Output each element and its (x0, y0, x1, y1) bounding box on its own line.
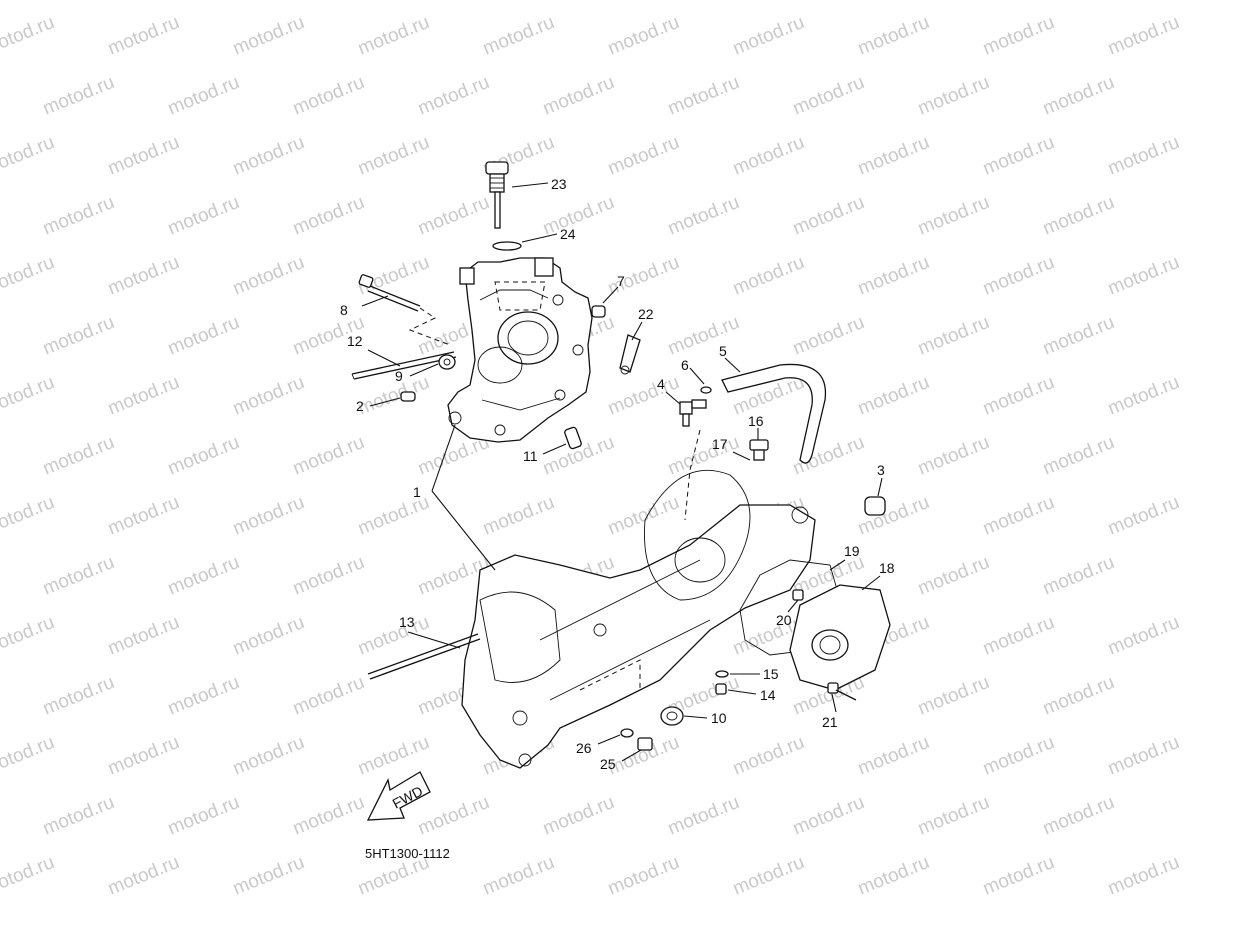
bolt-21-part (827, 682, 857, 701)
leader-lines (361, 182, 883, 762)
hose-5-part (721, 363, 827, 464)
callout-7: 7 (617, 273, 625, 289)
dowel-20-part (792, 589, 804, 601)
callout-18: 18 (879, 560, 895, 576)
callout-22: 22 (638, 306, 654, 322)
callout-19: 19 (844, 543, 860, 559)
callout-17: 17 (712, 436, 728, 452)
plug-16-part (749, 439, 769, 461)
clip-6-part (700, 386, 712, 394)
bush-7-part (591, 305, 606, 318)
oil-seal-10-part (660, 706, 684, 726)
callout-11: 11 (523, 448, 538, 464)
bush-3-part (864, 496, 886, 516)
bolt-13-part (367, 633, 481, 680)
crankcase-upper-half (447, 257, 593, 443)
callout-1: 1 (413, 484, 421, 500)
callout-13: 13 (399, 614, 415, 630)
o-ring-part (492, 241, 522, 251)
callout-5: 5 (719, 343, 727, 359)
bolt-25-part (637, 737, 653, 751)
dowel-11-part (564, 426, 582, 450)
crankcase-lower-half (461, 429, 816, 769)
washer-9-part (438, 354, 456, 370)
callout-25: 25 (600, 756, 616, 772)
callout-14: 14 (760, 687, 776, 703)
forward-arrow-icon: FWD (366, 771, 431, 821)
callout-26: 26 (576, 740, 592, 756)
callout-4: 4 (657, 376, 665, 392)
dipstick-part (485, 161, 509, 229)
bolt-8-part (358, 274, 451, 346)
callout-numbers: 1 2 3 4 5 6 7 8 9 10 11 12 13 14 15 16 1… (340, 176, 895, 772)
callout-23: 23 (551, 176, 567, 192)
callout-20: 20 (776, 612, 792, 628)
dowel-2-part (400, 391, 416, 402)
washer-26-part (620, 728, 634, 738)
screw-14-part (715, 683, 727, 695)
callout-6: 6 (681, 357, 689, 373)
callout-10: 10 (711, 710, 727, 726)
cover-18-part (789, 584, 891, 691)
callout-21: 21 (822, 714, 838, 730)
callout-8: 8 (340, 302, 348, 318)
callout-24: 24 (560, 226, 576, 242)
bracket-22-part (619, 334, 641, 375)
callout-16: 16 (748, 413, 764, 429)
callout-15: 15 (763, 666, 779, 682)
callout-9: 9 (395, 368, 403, 384)
diagram-code: 5HT1300-1112 (365, 846, 450, 861)
callout-12: 12 (347, 333, 363, 349)
washer-15-part (715, 670, 729, 678)
joint-4-part (679, 399, 707, 427)
callout-3: 3 (877, 462, 885, 478)
callout-2: 2 (356, 398, 364, 414)
